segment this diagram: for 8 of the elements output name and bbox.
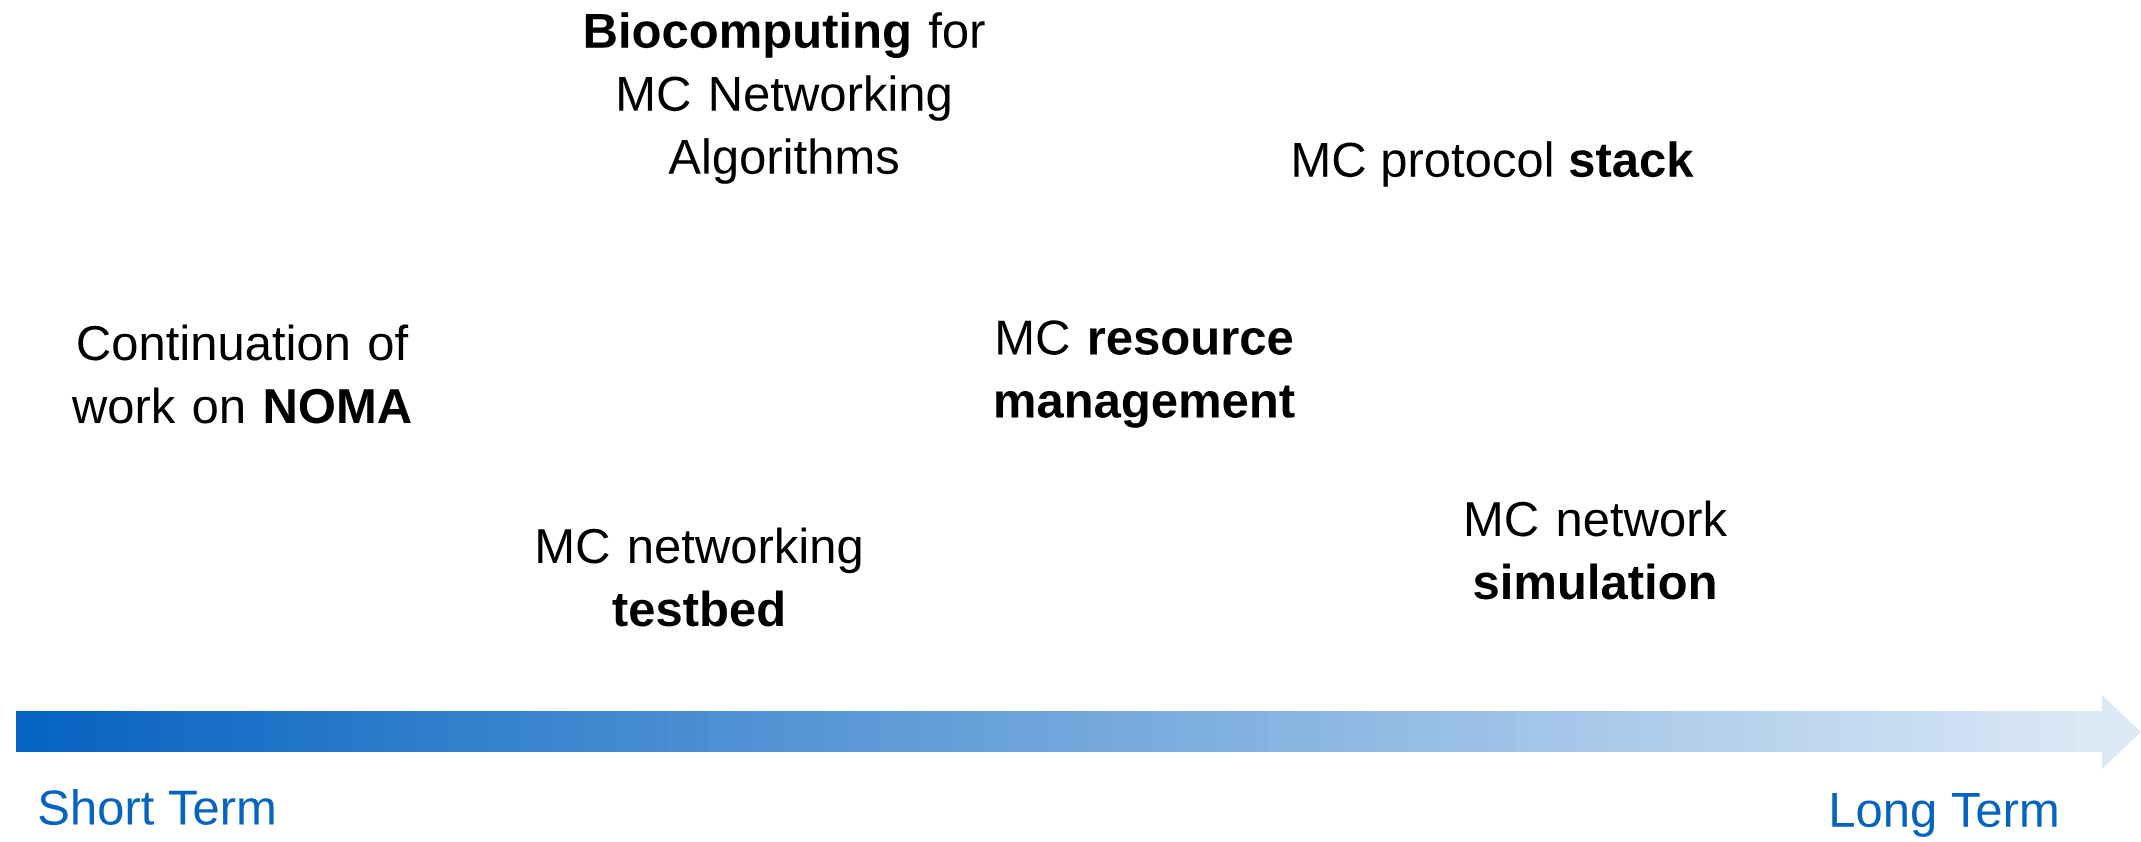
topic-text: MC networking testbed	[538, 527, 861, 627]
timeline-label: Long Term	[1832, 793, 2057, 837]
topic-text: Continuation of work on NOMA	[71, 324, 411, 424]
topic-text: Biocomputing for MC Networking Algorithms	[585, 12, 985, 184]
timeline-label: Short Term	[39, 789, 274, 825]
topic-text: MC network simulation	[1466, 500, 1728, 600]
topic-text: MC resource management	[996, 320, 1295, 428]
topic-text: MC protocol stack	[1294, 141, 1694, 187]
